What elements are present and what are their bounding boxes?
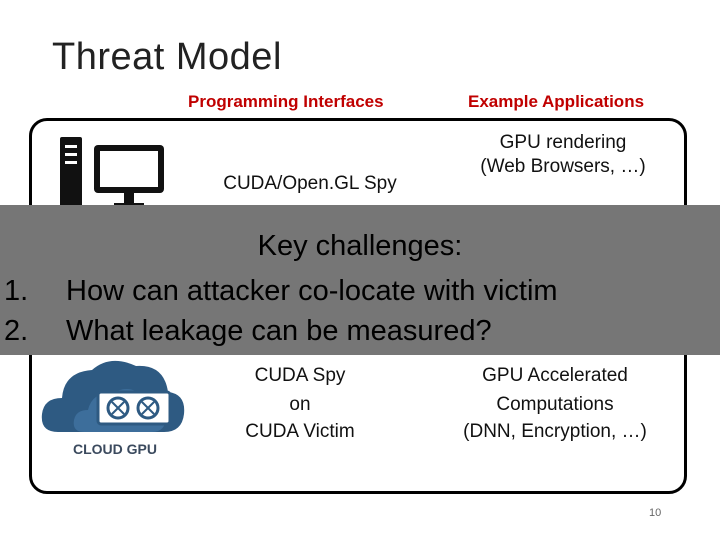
- row2-interface-line1: CUDA Spy: [254, 365, 346, 386]
- desktop-computer-icon: [58, 135, 168, 215]
- page-number: 10: [649, 507, 662, 519]
- overlay-item: 1. How can attacker co-locate with victim: [0, 275, 558, 308]
- key-challenges-overlay: Key challenges: 1. How can attacker co-lo…: [0, 205, 720, 355]
- row2-interface-line3: CUDA Victim: [245, 421, 355, 442]
- overlay-item-number: 1.: [4, 275, 29, 307]
- column-header-programming-interfaces: Programming Interfaces: [188, 92, 384, 111]
- cloud-gpu-label: CLOUD GPU: [73, 441, 157, 457]
- column-header-example-applications: Example Applications: [468, 92, 645, 111]
- overlay-item: 2. What leakage can be measured?: [0, 315, 492, 348]
- overlay-item-text: How can attacker co-locate with victim: [66, 275, 558, 307]
- overlay-item-text: What leakage can be measured?: [66, 315, 492, 347]
- row2-interface-line2: on: [289, 394, 311, 415]
- cloud-gpu-icon: [38, 340, 188, 440]
- row1-application-line1: GPU rendering: [499, 132, 627, 153]
- row2-application-line2: Computations: [496, 394, 614, 415]
- slide-title: Threat Model: [52, 36, 282, 78]
- row1-interface: CUDA/Open.GL Spy: [223, 173, 397, 194]
- overlay-heading: Key challenges:: [257, 230, 463, 262]
- row1-application-line2: (Web Browsers, …): [480, 156, 646, 177]
- row2-application-line3: (DNN, Encryption, …): [463, 421, 647, 442]
- overlay-item-number: 2.: [4, 315, 29, 347]
- row2-application-line1: GPU Accelerated: [482, 365, 628, 386]
